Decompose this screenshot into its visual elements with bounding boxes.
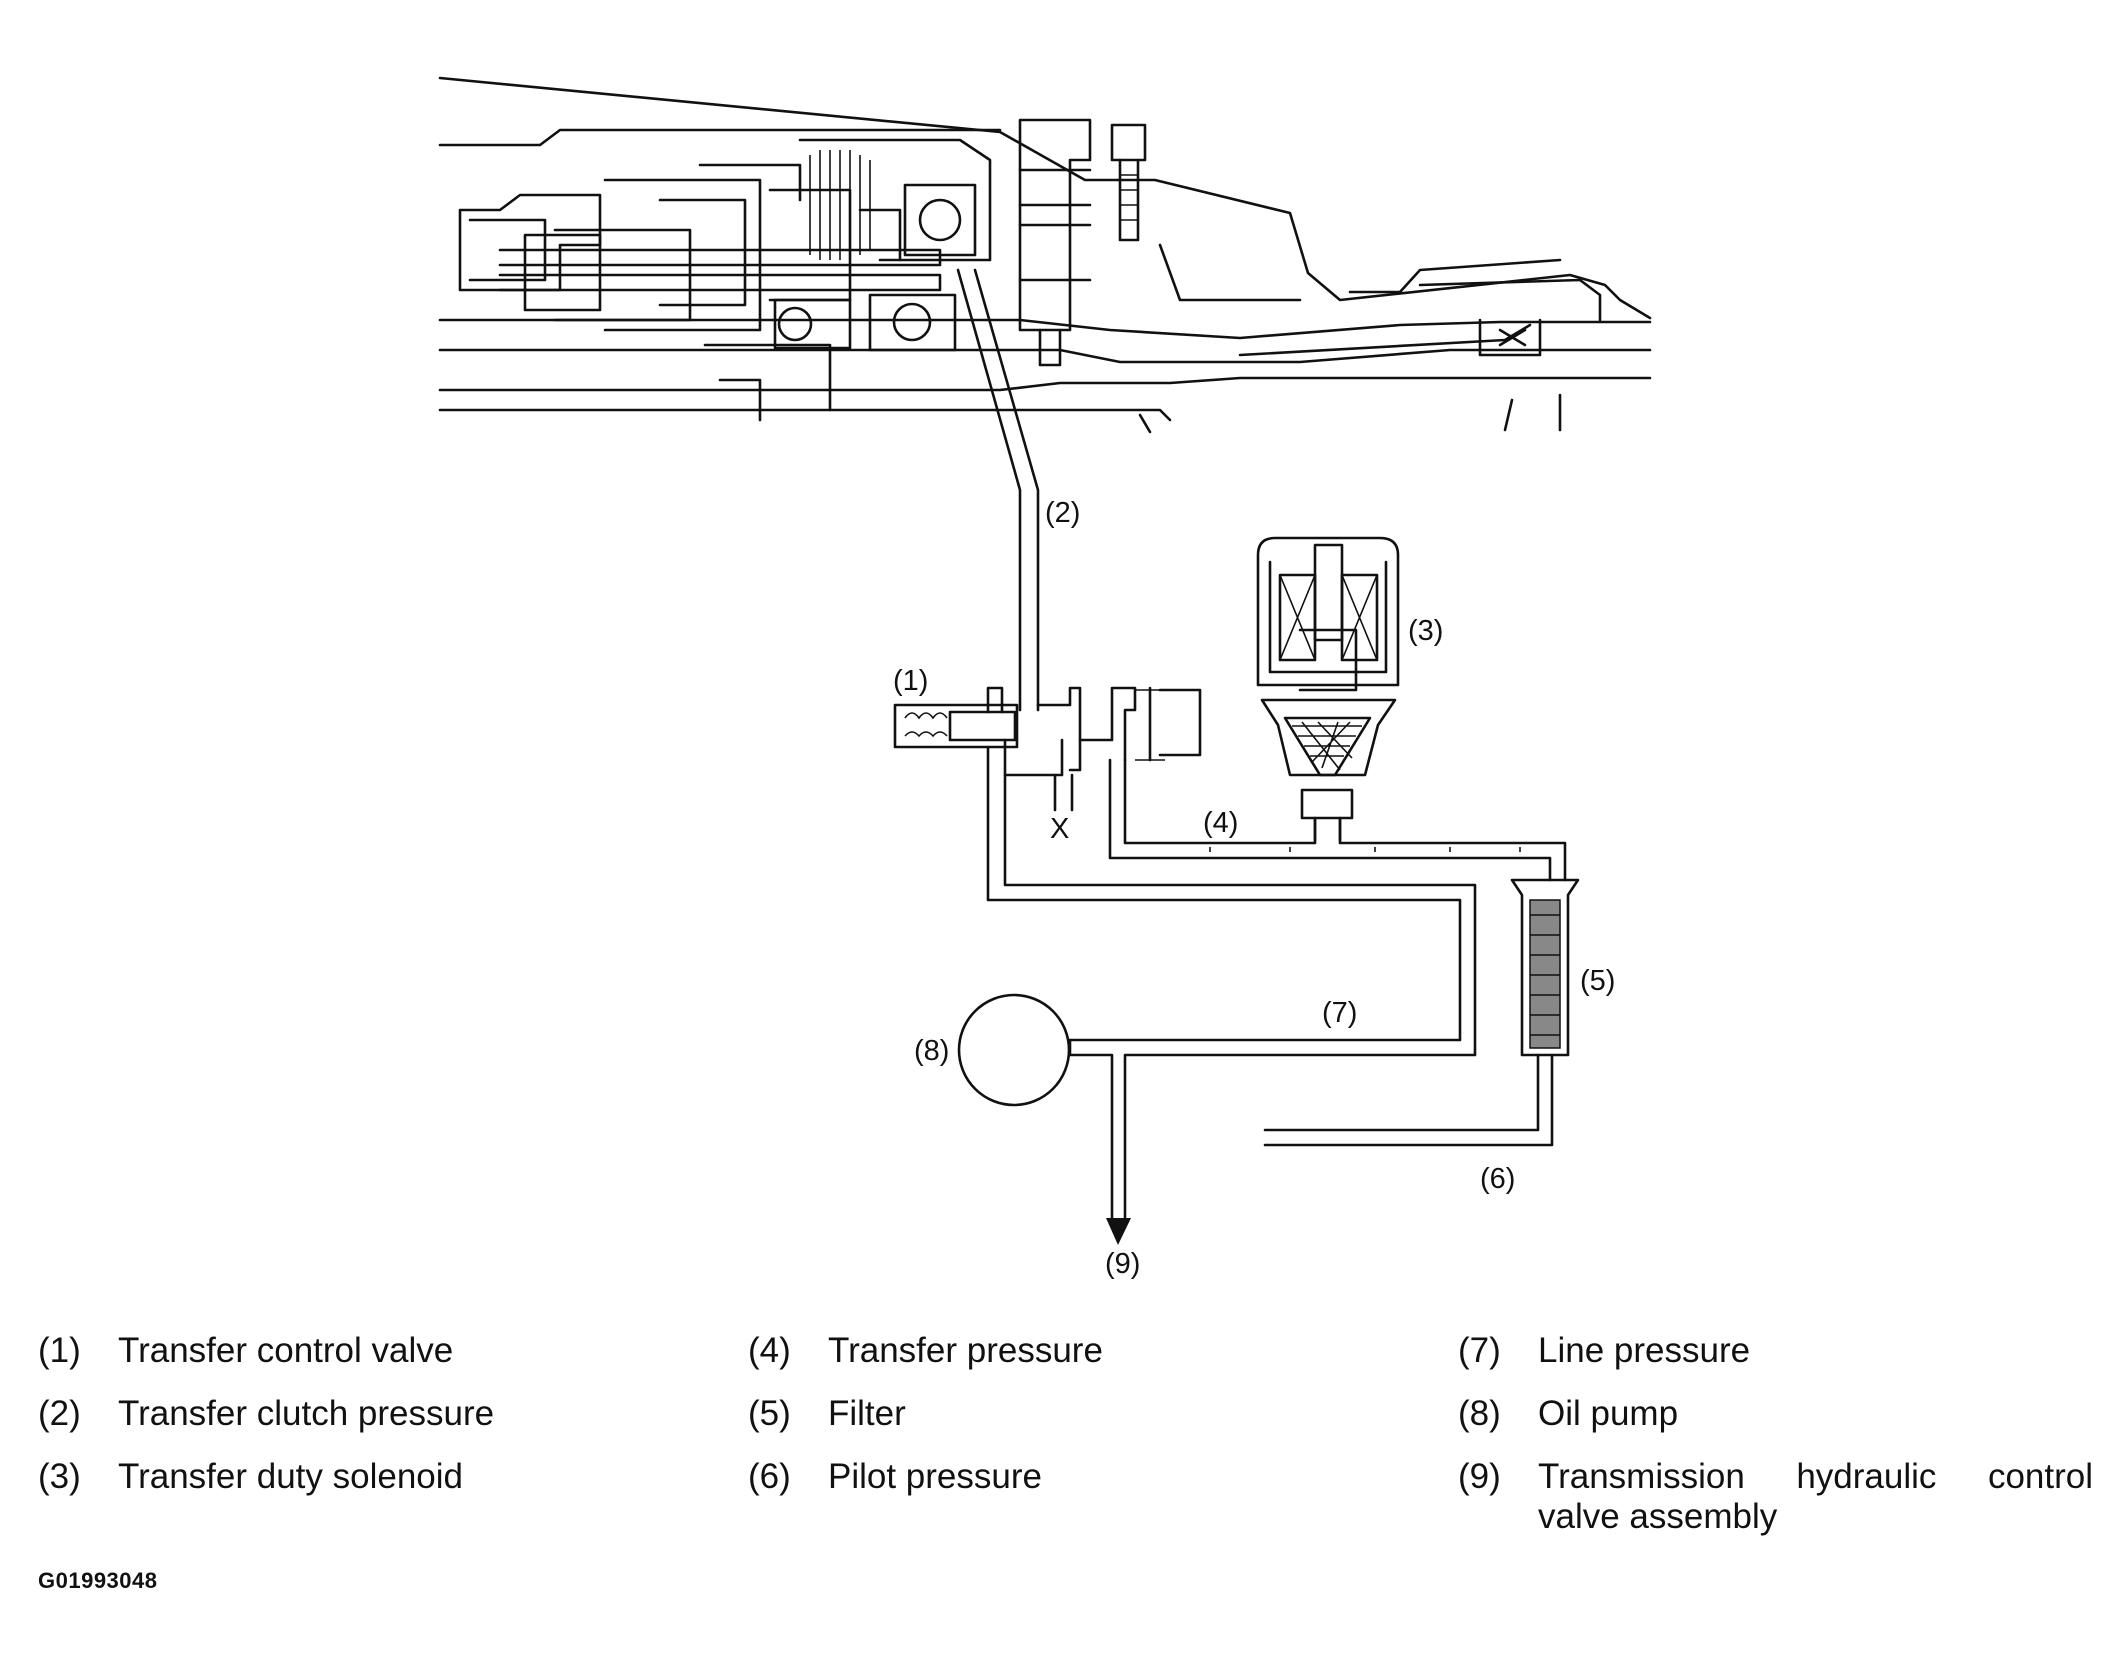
drain-label: X (1050, 813, 1069, 845)
legend-number: (6) (748, 1457, 791, 1496)
transfer-case-housing (438, 76, 1652, 434)
legend-text: Transfer clutch pressure (118, 1394, 495, 1433)
callout-4: (4) (1203, 807, 1238, 839)
legend-number: (4) (748, 1331, 791, 1370)
bearing-upper-right (903, 183, 977, 257)
legend-text: Filter (828, 1394, 906, 1433)
legend-text: Oil pump (1538, 1394, 1679, 1433)
legend-number: (1) (38, 1331, 81, 1370)
legend-text: Transmission hydraulic control valve ass… (1538, 1457, 2093, 1536)
transfer-housing-boss (1018, 118, 1092, 367)
callout-6: (6) (1480, 1163, 1515, 1195)
callout-1: (1) (893, 665, 928, 697)
filter (1510, 878, 1580, 1057)
callout-3: (3) (1408, 615, 1443, 647)
callout-2: (2) (1045, 497, 1080, 529)
legend-text: Transfer pressure (828, 1331, 1103, 1370)
callout-8: (8) (914, 1035, 949, 1067)
callout-5: (5) (1580, 965, 1615, 997)
bolt (1110, 123, 1147, 242)
legend-text: Transfer duty solenoid (118, 1457, 463, 1496)
transfer-clutch-pressure-passage (956, 268, 1040, 712)
bearing-lower-right (868, 293, 957, 352)
legend-number: (2) (38, 1394, 81, 1433)
drain-port (1053, 773, 1074, 812)
legend-number: (3) (38, 1457, 81, 1496)
legend-number: (9) (1458, 1457, 1501, 1496)
transfer-control-valve (893, 686, 1202, 777)
to-control-valve-arrow (1106, 1218, 1131, 1245)
legend-number: (7) (1458, 1331, 1501, 1370)
callout-7: (7) (1322, 997, 1357, 1029)
legend-number: (8) (1458, 1394, 1501, 1433)
pilot-pressure-line (1263, 1053, 1554, 1147)
transfer-pressure-line (1108, 758, 1567, 882)
clutch-pack (798, 138, 992, 262)
housing-tail (1138, 243, 1602, 434)
legend-number: (5) (748, 1394, 791, 1433)
hydraulic-circuit-diagram: (1) (2) (3) (4) (5) (6) (7) (8) (9) X (438, 76, 1652, 1280)
bearing-lower-left (773, 298, 852, 350)
legend-text: Line pressure (1538, 1331, 1751, 1370)
callout-9: (9) (1105, 1248, 1140, 1280)
legend-text: Pilot pressure (828, 1457, 1042, 1496)
oil-pump (957, 993, 1071, 1107)
legend-text: Transfer control valve (118, 1331, 454, 1370)
figure-code: G01993048 (38, 1568, 158, 1593)
transfer-duty-solenoid (1256, 536, 1400, 842)
